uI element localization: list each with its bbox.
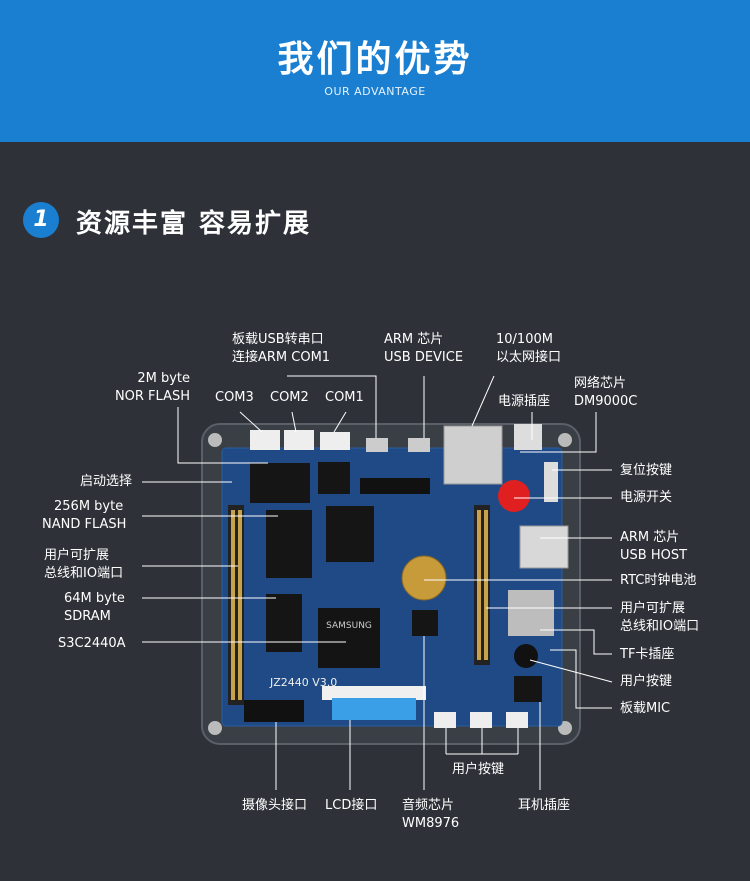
user-button-3	[506, 712, 528, 728]
s3c2440a-chip	[318, 608, 380, 668]
power-socket	[514, 424, 542, 450]
jtag-header	[360, 478, 430, 494]
screw-bl	[208, 721, 222, 735]
nor-flash-chip	[250, 463, 310, 503]
header-banner: 我们的优势 OUR ADVANTAGE	[0, 0, 750, 142]
label-boot-select: 启动选择	[79, 474, 132, 489]
label-com2: COM2	[270, 390, 309, 405]
usb-serial-chip	[318, 462, 350, 494]
mic	[514, 644, 538, 668]
audio-chip	[412, 610, 438, 636]
label-rtc-battery: RTC时钟电池	[620, 573, 697, 588]
label-tf-socket: TF卡插座	[620, 647, 675, 662]
label-user-buttons-bottom: 用户按键	[452, 762, 505, 777]
label-expansion-left: 用户可扩展总线和IO端口	[44, 548, 124, 581]
ethernet-jack	[443, 425, 503, 485]
com3-port	[250, 430, 280, 450]
label-headphone: 耳机插座	[518, 798, 571, 813]
label-camera: 摄像头接口	[242, 798, 308, 813]
page-title: 我们的优势	[277, 39, 473, 80]
label-lcd: LCD接口	[325, 798, 378, 813]
camera-header	[244, 700, 304, 722]
user-button-2	[470, 712, 492, 728]
network-chip	[326, 506, 374, 562]
label-mic: 板载MIC	[620, 701, 671, 716]
board-model: JZ2440 V3.0	[269, 676, 337, 689]
lcd-ribbon	[332, 698, 416, 720]
label-power-switch: 电源开关	[620, 490, 673, 505]
label-com3: COM3	[215, 390, 254, 405]
label-com1: COM1	[325, 390, 364, 405]
nand-flash-chip	[266, 510, 312, 578]
headphone-jack	[514, 676, 542, 702]
left-header-pins	[231, 510, 242, 700]
sdram-chip	[266, 594, 302, 652]
section-number-badge: 1	[23, 202, 59, 238]
usb-device-port	[408, 438, 430, 452]
label-s3c2440a: S3C2440A	[58, 636, 126, 651]
label-expansion-right: 用户可扩展总线和IO端口	[620, 601, 700, 634]
leader-lines	[142, 375, 613, 790]
page-subtitle: OUR ADVANTAGE	[324, 85, 426, 98]
tf-socket	[508, 590, 554, 636]
label-power-socket: 电源插座	[498, 394, 551, 409]
usb-host-port	[519, 525, 569, 569]
com2-port	[284, 430, 314, 450]
user-button-1	[434, 712, 456, 728]
label-reset-button: 复位按键	[620, 463, 673, 478]
screw-tl	[208, 433, 222, 447]
section-title: 资源丰富 容易扩展	[76, 209, 312, 239]
rtc-battery	[401, 555, 447, 601]
chip-brand: SAMSUNG	[326, 621, 372, 631]
com1-port	[320, 432, 350, 450]
usb-serial-port	[366, 438, 388, 452]
reset-switch	[544, 462, 558, 502]
screw-tr	[558, 433, 572, 447]
label-usb-serial: 板载USB转串口连接ARM COM1	[232, 332, 331, 365]
label-user-button-right: 用户按键	[620, 674, 673, 689]
power-switch	[498, 480, 530, 512]
lcd-connector	[322, 686, 426, 700]
